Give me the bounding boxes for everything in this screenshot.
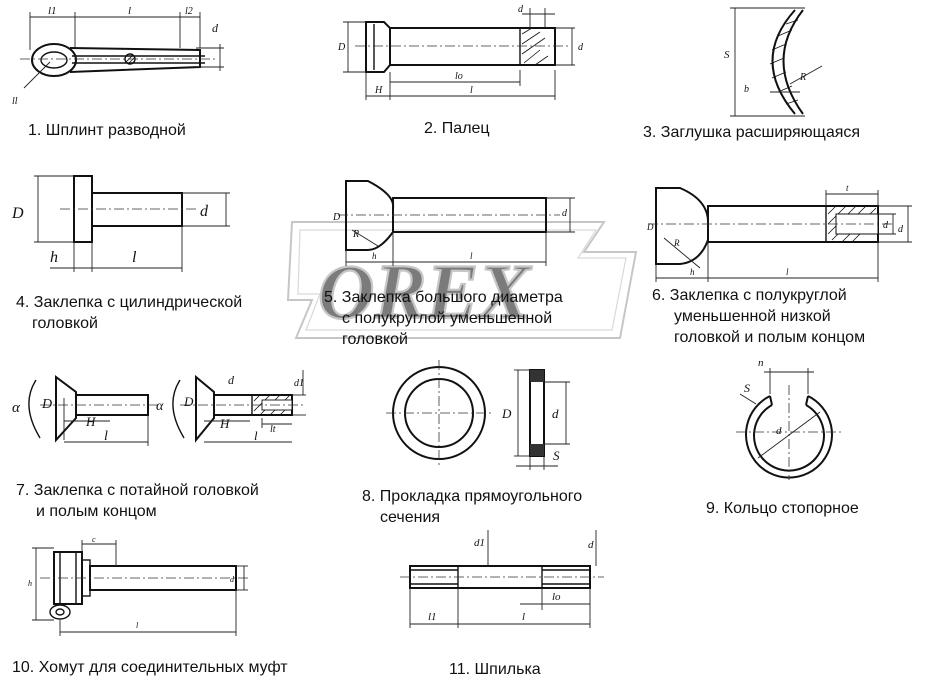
dim-lo: lo: [455, 71, 463, 82]
caption-line: 5. Заклепка большого диаметра: [324, 289, 563, 306]
hollow-end-rivet-drawing: t D d d R h l: [646, 183, 912, 282]
dim-b: b: [744, 84, 749, 95]
caption-line: 7. Заклепка с потайной головкой: [16, 482, 259, 499]
caption-line: 8. Прокладка прямоугольного: [362, 488, 583, 505]
caption-large-rivet: 5. Заклепка большого диаметра с полукруг…: [324, 287, 563, 350]
dim-h: h: [28, 579, 32, 588]
caption-line: 4. Заклепка с цилиндрической: [16, 294, 243, 311]
caption-line: головкой и полым концом: [674, 329, 866, 346]
dim-l: l: [132, 249, 137, 266]
stud-drawing: d1 d l1 l lo: [400, 530, 604, 628]
dim-l: l: [470, 251, 473, 261]
dim-d: d: [200, 203, 209, 220]
dim-d1: d1: [474, 537, 485, 549]
pin-drawing: d D d lo l H: [337, 4, 584, 100]
expanding-plug-drawing: S b R: [724, 7, 823, 117]
dim-t: t: [846, 183, 849, 193]
dim-d-right: d: [228, 373, 235, 387]
dim-d: d: [588, 539, 594, 551]
caption-line: 3. Заглушка расширяющаяся: [643, 124, 861, 141]
dim-d: d: [776, 425, 782, 437]
dim-lt-right: lt: [270, 424, 276, 435]
caption-expanding-plug: 3. Заглушка расширяющаяся: [643, 122, 860, 143]
dim-ll: ll: [12, 96, 18, 107]
caption-line: 1. Шплинт разводной: [28, 122, 186, 139]
dim-d: d: [562, 208, 568, 219]
dim-H: H: [374, 85, 383, 96]
dim-R: R: [673, 238, 680, 248]
dim-l-right: l: [254, 428, 258, 443]
caption-line: 6. Заклепка с полукруглой: [652, 287, 847, 304]
dim-d-outer: d: [898, 224, 904, 235]
dim-D: D: [501, 406, 512, 421]
dim-H-right: H: [219, 416, 230, 431]
dim-D: D: [646, 222, 654, 232]
dim-S: S: [724, 49, 730, 61]
dim-d-side: d: [578, 42, 584, 53]
dim-alpha-left: α: [12, 400, 21, 416]
caption-pin: 2. Палец: [424, 118, 490, 139]
caption-countersunk-rivet: 7. Заклепка с потайной головкой и полым …: [16, 480, 259, 522]
dim-S: S: [744, 381, 750, 395]
dim-l: l: [128, 5, 131, 17]
retaining-ring-drawing: n S d: [736, 357, 842, 480]
caption-line: сечения: [380, 509, 441, 526]
caption-coupling-clamp: 10. Хомут для соединительных муфт: [12, 657, 288, 678]
dim-d-inner: d: [883, 220, 889, 231]
caption-retaining-ring: 9. Кольцо стопорное: [706, 498, 859, 519]
caption-stud: 11. Шпилька: [449, 659, 541, 680]
dim-d: d: [230, 575, 235, 584]
countersunk-rivet-drawing: α D H l α D H l d d1 lt: [12, 370, 306, 446]
caption-hollow-end-rivet: 6. Заклепка с полукруглой уменьшенной ни…: [652, 285, 865, 348]
dim-l1: l1: [428, 611, 437, 623]
caption-line: 11. Шпилька: [449, 661, 541, 678]
dim-R: R: [799, 72, 806, 83]
dim-H-left: H: [85, 414, 96, 429]
dim-D: D: [332, 212, 341, 223]
dim-d-top: d: [518, 4, 524, 15]
dim-d1-right: d1: [294, 378, 304, 389]
dim-d: d: [212, 21, 219, 35]
large-rivet-drawing: D d R h l: [332, 180, 575, 266]
coupling-clamp-drawing: c h d l: [28, 535, 248, 636]
dim-n: n: [758, 357, 764, 369]
caption-line: 2. Палец: [424, 120, 490, 137]
dim-l-left: l: [104, 429, 108, 444]
dim-D: D: [337, 42, 346, 53]
dim-lo: lo: [552, 591, 561, 603]
dim-l1: l1: [48, 5, 57, 17]
caption-line: и полым концом: [36, 503, 157, 520]
caption-line: головкой: [342, 331, 408, 348]
dim-l: l: [470, 85, 473, 96]
dim-S: S: [553, 448, 560, 463]
dim-h: h: [372, 251, 377, 261]
dim-c: c: [92, 535, 96, 544]
cylindrical-head-rivet-drawing: D d h l: [11, 175, 230, 272]
gasket-drawing: D d S: [386, 360, 570, 470]
caption-line: 9. Кольцо стопорное: [706, 500, 859, 517]
dim-l: l: [786, 267, 789, 277]
dim-R: R: [352, 229, 359, 240]
dim-D-right: D: [183, 394, 194, 409]
dim-l2: l2: [185, 6, 193, 17]
caption-line: головкой: [32, 315, 98, 332]
dim-D-left: D: [41, 397, 52, 412]
dim-d: d: [552, 406, 559, 421]
caption-line: 10. Хомут для соединительных муфт: [12, 659, 288, 676]
split-pin-drawing: l1 l l2 d ll: [12, 5, 224, 107]
dim-l: l: [136, 621, 139, 630]
dim-alpha-right: α: [156, 399, 164, 414]
caption-line: с полукруглой уменьшенной: [342, 310, 553, 327]
caption-gasket: 8. Прокладка прямоугольного сечения: [362, 486, 582, 528]
dim-D: D: [11, 205, 24, 222]
caption-line: уменьшенной низкой: [674, 308, 831, 325]
dim-l: l: [522, 611, 525, 623]
dim-h: h: [690, 267, 695, 277]
dim-h: h: [50, 249, 58, 266]
caption-cylindrical-head-rivet: 4. Заклепка с цилиндрической головкой: [16, 292, 242, 334]
caption-split-pin: 1. Шплинт разводной: [28, 120, 186, 141]
